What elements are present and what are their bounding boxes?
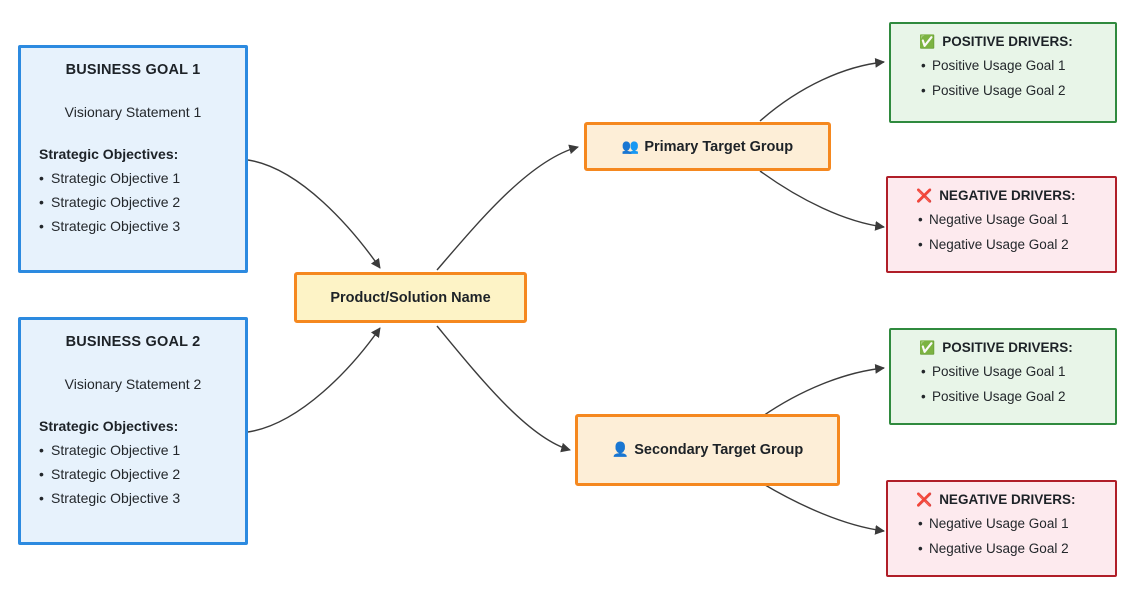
secondary-negative-drivers-node[interactable]: ❌ NEGATIVE DRIVERS: Negative Usage Goal 1…	[886, 480, 1117, 577]
people-icon: 👥	[621, 138, 640, 155]
list-item: Negative Usage Goal 1	[916, 207, 1101, 232]
driver-items-list: Positive Usage Goal 1 Positive Usage Goa…	[919, 359, 1101, 409]
target-group-text: Primary Target Group	[644, 138, 794, 155]
check-mark-icon: ✅	[919, 35, 936, 50]
driver-heading: ❌ NEGATIVE DRIVERS:	[916, 188, 1101, 204]
primary-target-group-node[interactable]: 👥Primary Target Group	[584, 122, 831, 171]
check-mark-icon: ✅	[919, 341, 936, 356]
list-item: Negative Usage Goal 2	[916, 536, 1101, 561]
goal-title: BUSINESS GOAL 1	[65, 62, 201, 78]
secondary-positive-drivers-node[interactable]: ✅ POSITIVE DRIVERS: Positive Usage Goal 1…	[889, 328, 1117, 425]
edge-product-to-primary	[436, 144, 579, 271]
edge-secondary-to-negative	[759, 481, 885, 535]
edge-primary-to-negative	[759, 170, 885, 231]
business-goal-1-node[interactable]: BUSINESS GOAL 1 Visionary Statement 1 St…	[18, 45, 248, 273]
cross-mark-icon: ❌	[916, 189, 933, 204]
list-item: Strategic Objective 1	[39, 438, 227, 462]
driver-heading: ✅ POSITIVE DRIVERS:	[919, 34, 1101, 50]
person-icon: 👤	[611, 442, 630, 458]
goal-objectives-label: Strategic Objectives:	[39, 146, 179, 162]
list-item: Strategic Objective 1	[39, 166, 227, 190]
list-item: Negative Usage Goal 2	[916, 232, 1101, 257]
business-goal-2-node[interactable]: BUSINESS GOAL 2 Visionary Statement 2 St…	[18, 317, 248, 545]
edge-product-to-secondary	[436, 325, 571, 453]
driver-items-list: Positive Usage Goal 1 Positive Usage Goa…	[919, 53, 1101, 103]
target-group-text: Secondary Target Group	[634, 442, 804, 458]
goal-objectives-list: Strategic Objective 1 Strategic Objectiv…	[39, 166, 227, 238]
list-item: Strategic Objective 3	[39, 486, 227, 510]
list-item: Positive Usage Goal 1	[919, 359, 1101, 384]
list-item: Negative Usage Goal 1	[916, 511, 1101, 536]
driver-heading-text: NEGATIVE DRIVERS:	[939, 188, 1076, 203]
list-item: Strategic Objective 3	[39, 214, 227, 238]
edge-goal1-to-product	[247, 159, 381, 269]
product-label: Product/Solution Name	[330, 289, 491, 306]
list-item: Positive Usage Goal 2	[919, 78, 1101, 103]
driver-items-list: Negative Usage Goal 1 Negative Usage Goa…	[916, 207, 1101, 257]
goal-title: BUSINESS GOAL 2	[65, 334, 201, 350]
primary-negative-drivers-node[interactable]: ❌ NEGATIVE DRIVERS: Negative Usage Goal 1…	[886, 176, 1117, 273]
target-group-label: 👤Secondary Target Group	[602, 437, 813, 463]
goal-objectives-list: Strategic Objective 1 Strategic Objectiv…	[39, 438, 227, 510]
secondary-target-group-node[interactable]: 👤Secondary Target Group	[575, 414, 840, 486]
cross-mark-icon: ❌	[916, 493, 933, 508]
goal-objectives-label: Strategic Objectives:	[39, 418, 179, 434]
driver-heading: ✅ POSITIVE DRIVERS:	[919, 340, 1101, 356]
list-item: Positive Usage Goal 1	[919, 53, 1101, 78]
driver-heading-text: POSITIVE DRIVERS:	[942, 340, 1073, 355]
edge-goal2-to-product	[247, 327, 381, 433]
product-solution-node[interactable]: Product/Solution Name	[294, 272, 527, 323]
target-group-label: 👥Primary Target Group	[612, 134, 803, 160]
driver-heading: ❌ NEGATIVE DRIVERS:	[916, 492, 1101, 508]
list-item: Strategic Objective 2	[39, 462, 227, 486]
goal-vision-statement: Visionary Statement 2	[64, 376, 202, 392]
edge-secondary-to-positive	[759, 364, 885, 419]
list-item: Strategic Objective 2	[39, 190, 227, 214]
driver-items-list: Negative Usage Goal 1 Negative Usage Goa…	[916, 511, 1101, 561]
list-item: Positive Usage Goal 2	[919, 384, 1101, 409]
driver-heading-text: POSITIVE DRIVERS:	[942, 34, 1073, 49]
driver-heading-text: NEGATIVE DRIVERS:	[939, 492, 1076, 507]
primary-positive-drivers-node[interactable]: ✅ POSITIVE DRIVERS: Positive Usage Goal 1…	[889, 22, 1117, 123]
goal-vision-statement: Visionary Statement 1	[64, 104, 202, 120]
edge-primary-to-positive	[759, 58, 885, 122]
